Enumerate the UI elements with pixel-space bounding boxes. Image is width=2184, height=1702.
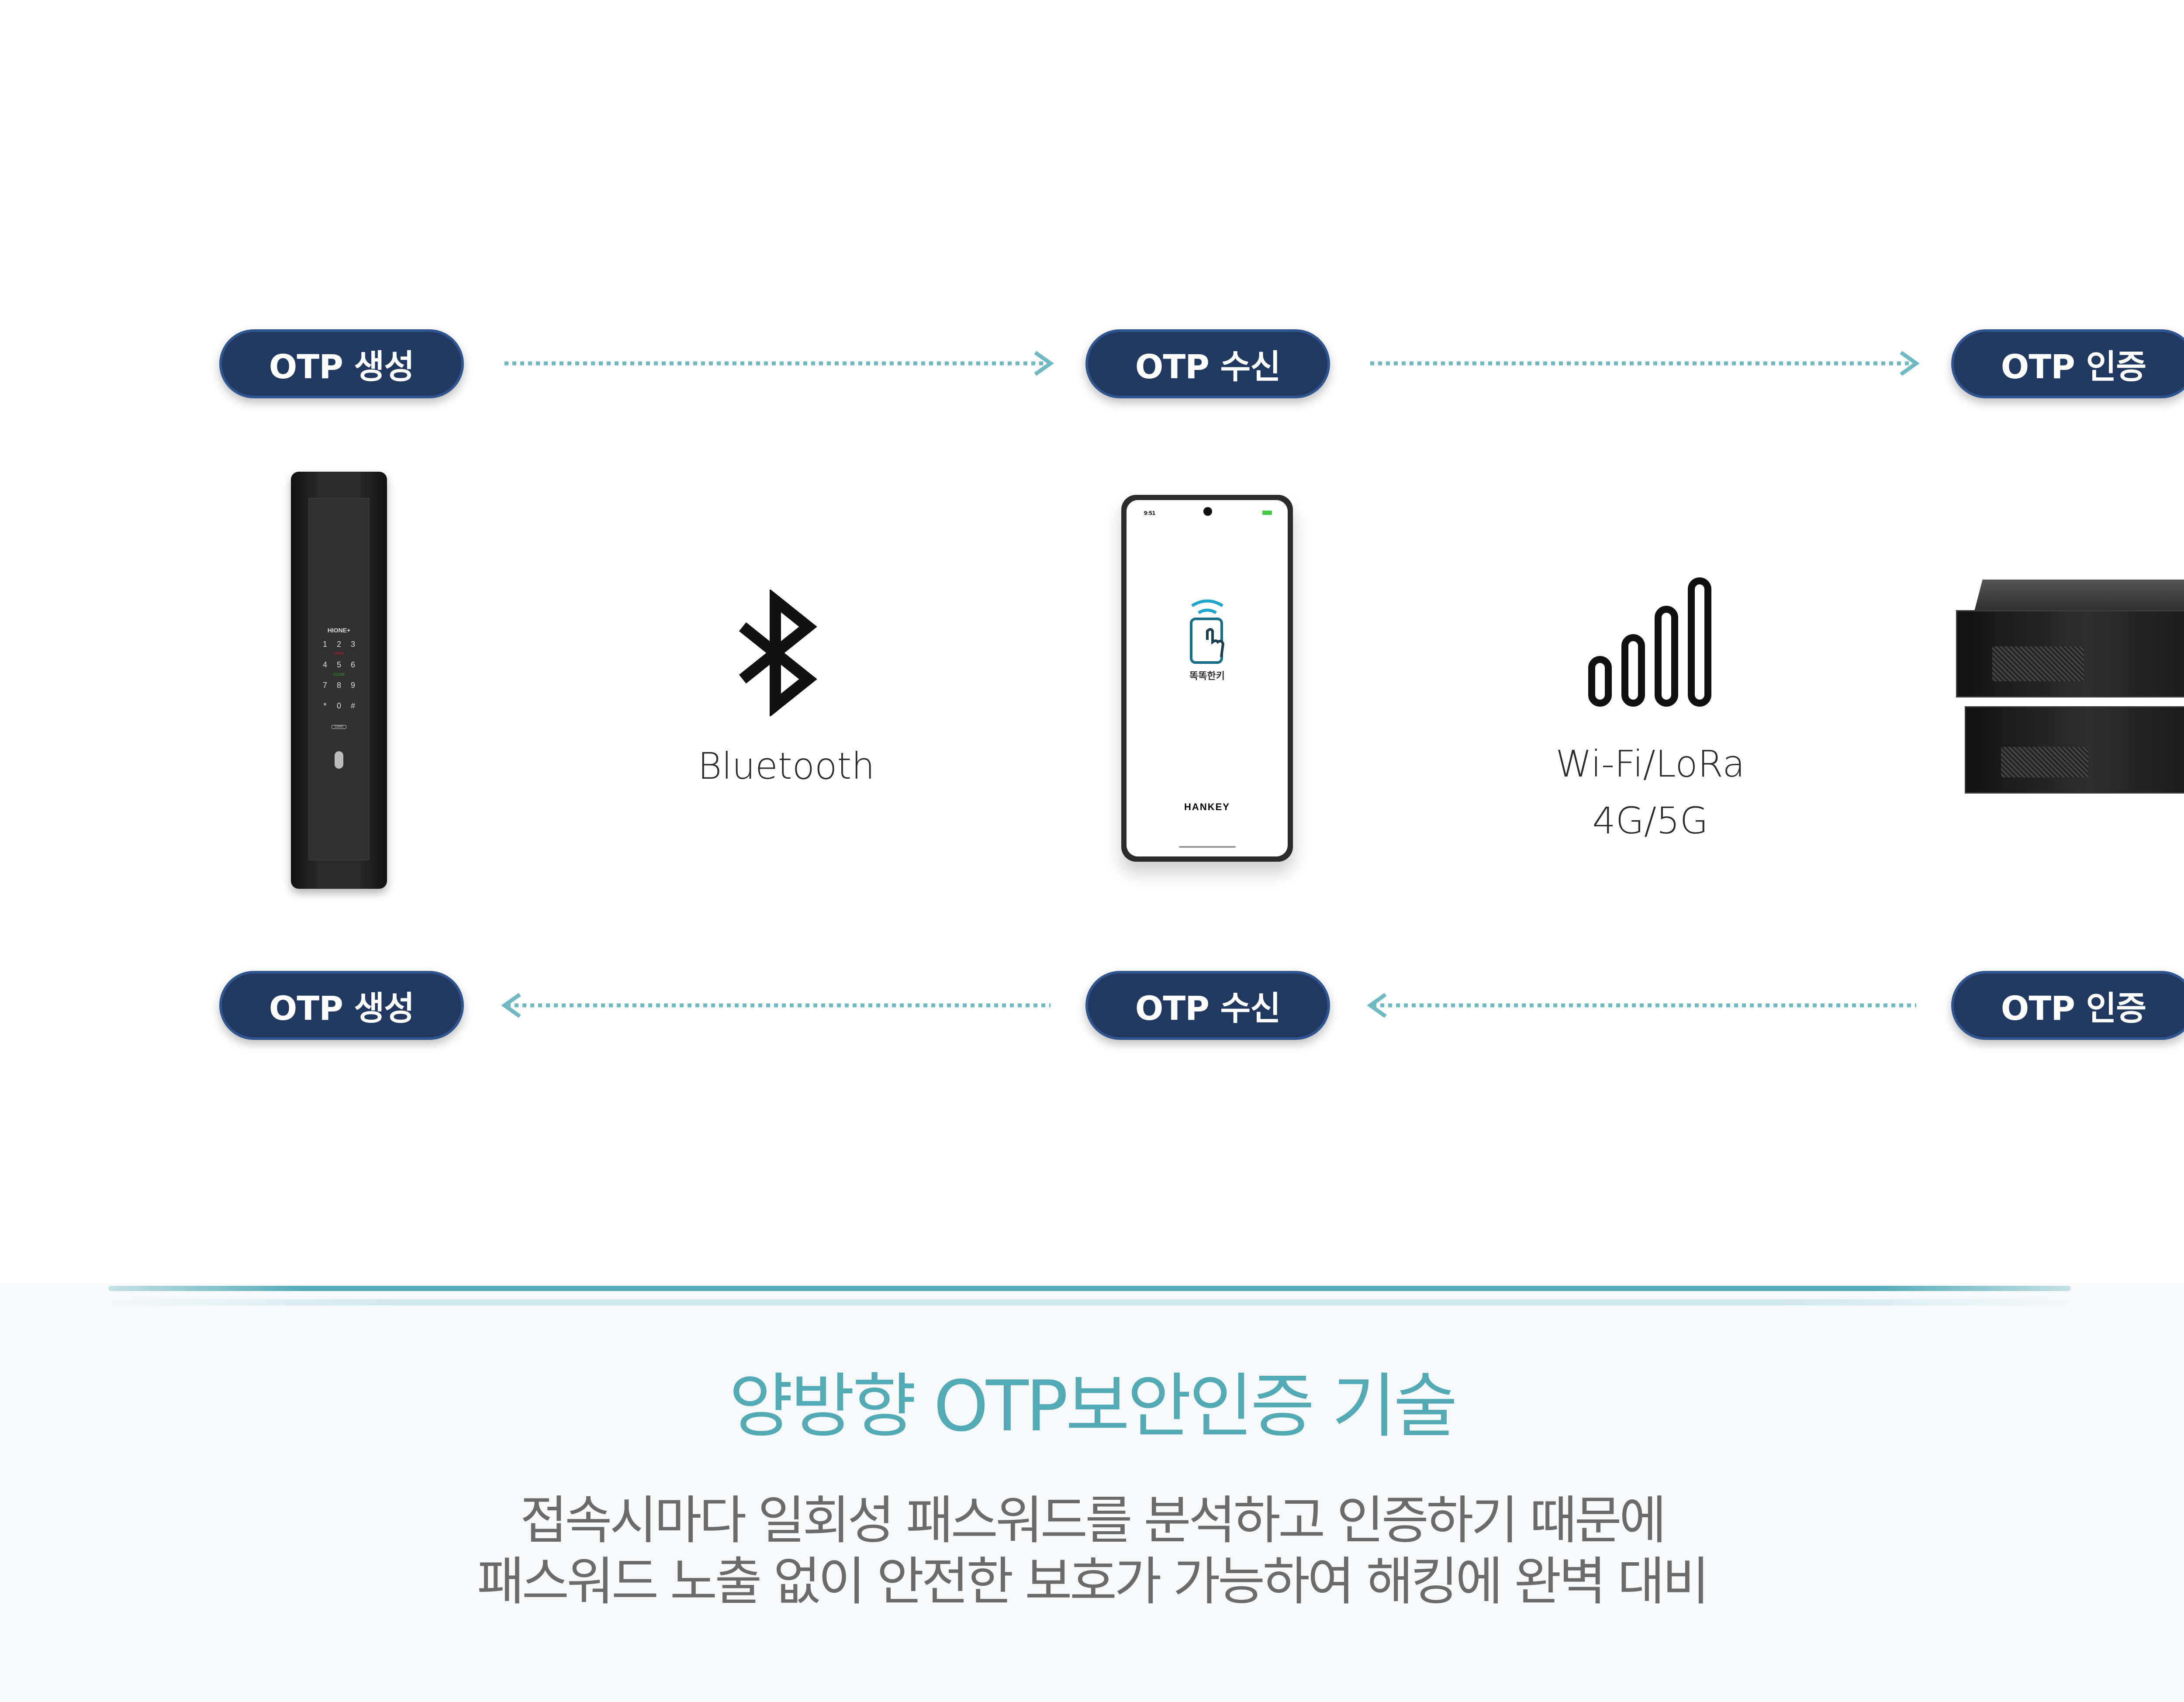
- arrow-left-icon: [501, 993, 1051, 1018]
- divider-shadow: [108, 1299, 2071, 1305]
- network-label-1: Wi-Fi/LoRa: [1555, 742, 1745, 785]
- app-logo-icon: [1190, 599, 1225, 664]
- open-label: OPEN: [334, 652, 344, 656]
- key: 5: [336, 660, 341, 669]
- key: 3: [350, 640, 355, 649]
- otp-receive-pill-bottom: OTP 수신: [1085, 971, 1330, 1040]
- key: 8: [336, 681, 341, 690]
- otp-generate-pill-bottom: OTP 생성: [219, 971, 464, 1040]
- key: 7: [322, 681, 327, 690]
- arrow-left-icon: [1367, 993, 1916, 1018]
- otp-verify-pill-top: OTP 인증: [1951, 329, 2184, 398]
- bluetooth-label: Bluetooth: [698, 745, 875, 787]
- pill-label: OTP 생성: [269, 989, 415, 1028]
- arrow-right-icon: [1370, 351, 1920, 376]
- camera-icon: [1203, 507, 1212, 516]
- otp-receive-pill-top: OTP 수신: [1085, 329, 1330, 398]
- phone-time: 9:51: [1144, 510, 1156, 516]
- summary-section: [0, 1283, 2184, 1702]
- arrow-right-icon: [505, 351, 1054, 376]
- lock-brand: HIONE+: [327, 627, 351, 634]
- pill-label: OTP 수신: [1135, 347, 1281, 386]
- network-label-2: 4G/5G: [1592, 799, 1708, 842]
- smartphone-image: 9:51 똑똑한키 HANKEY: [1121, 495, 1293, 862]
- summary-line-1: 접속시마다 일회성 패스워드를 분석하고 인증하기 때문에: [520, 1490, 1667, 1550]
- close-label: CLOSE: [333, 673, 345, 677]
- pill-label: OTP 인증: [2001, 989, 2146, 1028]
- otp-verify-pill-bottom: OTP 인증: [1951, 971, 2184, 1040]
- key: 0: [336, 701, 341, 710]
- card-label: CARD: [332, 725, 346, 729]
- summary-title: 양방향 OTP보안인증 기술: [729, 1365, 1458, 1447]
- home-indicator: [1179, 846, 1236, 848]
- otp-generate-pill-top: OTP 생성: [219, 329, 464, 398]
- key: #: [350, 701, 355, 710]
- signal-bars-icon: [1588, 577, 1711, 707]
- bluetooth-icon: [739, 590, 817, 716]
- pill-label: OTP 인증: [2001, 347, 2146, 386]
- key: 1: [322, 640, 327, 649]
- fingerprint-button: [335, 751, 343, 769]
- divider-line: [108, 1286, 2071, 1291]
- summary-line-2: 패스워드 노출 없이 안전한 보호가 가능하여 해킹에 완벽 대비: [477, 1551, 1710, 1612]
- pill-label: OTP 수신: [1135, 989, 1281, 1028]
- key: 2: [336, 640, 341, 649]
- phone-brand: HANKEY: [1184, 801, 1230, 812]
- app-name: 똑똑한키: [1189, 670, 1225, 681]
- key: *: [323, 701, 327, 710]
- pill-label: OTP 생성: [269, 347, 415, 386]
- server-rack-image: [1956, 580, 2184, 796]
- battery-icon: [1262, 511, 1272, 515]
- key: 4: [322, 660, 327, 669]
- key: 9: [350, 681, 355, 690]
- key: 6: [350, 660, 355, 669]
